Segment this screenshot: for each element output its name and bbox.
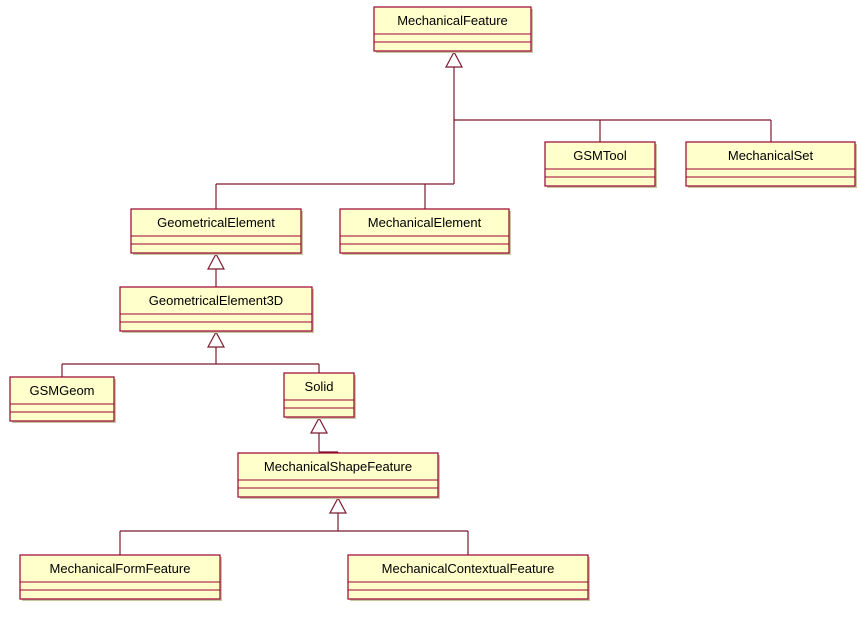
class-box-frame (283, 372, 355, 418)
class-name: MechanicalShapeFeature (264, 459, 412, 474)
class-name: GeometricalElement (157, 215, 275, 230)
class-box-frame (237, 452, 439, 498)
class-box-frame (685, 141, 856, 187)
class-name: MechanicalFeature (397, 13, 508, 28)
class-name: GeometricalElement3D (149, 293, 283, 308)
class-box-mechanical-shape-feature: MechanicalShapeFeature (237, 452, 440, 499)
class-box-mechanical-contextual-feature: MechanicalContextualFeature (347, 554, 590, 601)
class-box-mechanical-element: MechanicalElement (339, 208, 511, 255)
class-name: GSMGeom (29, 383, 94, 398)
generalization-arrowhead (310, 416, 328, 434)
class-name: MechanicalSet (728, 148, 814, 163)
class-box-frame (19, 554, 221, 600)
class-name: GSMTool (573, 148, 627, 163)
class-box-gsm-geom: GSMGeom (9, 376, 116, 423)
class-name: Solid (305, 379, 334, 394)
class-box-frame (119, 286, 313, 332)
class-box-gsm-tool: GSMTool (544, 141, 657, 188)
class-box-frame (339, 208, 510, 254)
generalization-arrowhead (207, 330, 225, 348)
generalization-arrowhead (207, 252, 225, 270)
class-name: MechanicalFormFeature (50, 561, 191, 576)
class-box-frame (130, 208, 302, 254)
class-box-mechanical-feature: MechanicalFeature (373, 6, 533, 53)
class-box-frame (544, 141, 656, 187)
generalization-arrowhead (445, 50, 463, 68)
class-box-mechanical-form-feature: MechanicalFormFeature (19, 554, 222, 601)
class-box-geometrical-element: GeometricalElement (130, 208, 303, 255)
generalization-arrowheads (207, 50, 463, 514)
class-box-frame (9, 376, 115, 422)
generalization-arrowhead (329, 496, 347, 514)
class-box-solid: Solid (283, 372, 356, 419)
class-box-geometrical-element-3d: GeometricalElement3D (119, 286, 314, 333)
class-name: MechanicalElement (368, 215, 482, 230)
class-box-frame (373, 6, 532, 52)
class-name: MechanicalContextualFeature (382, 561, 555, 576)
class-box-frame (347, 554, 589, 600)
class-box-mechanical-set: MechanicalSet (685, 141, 857, 188)
generalization-edges (61, 67, 772, 555)
